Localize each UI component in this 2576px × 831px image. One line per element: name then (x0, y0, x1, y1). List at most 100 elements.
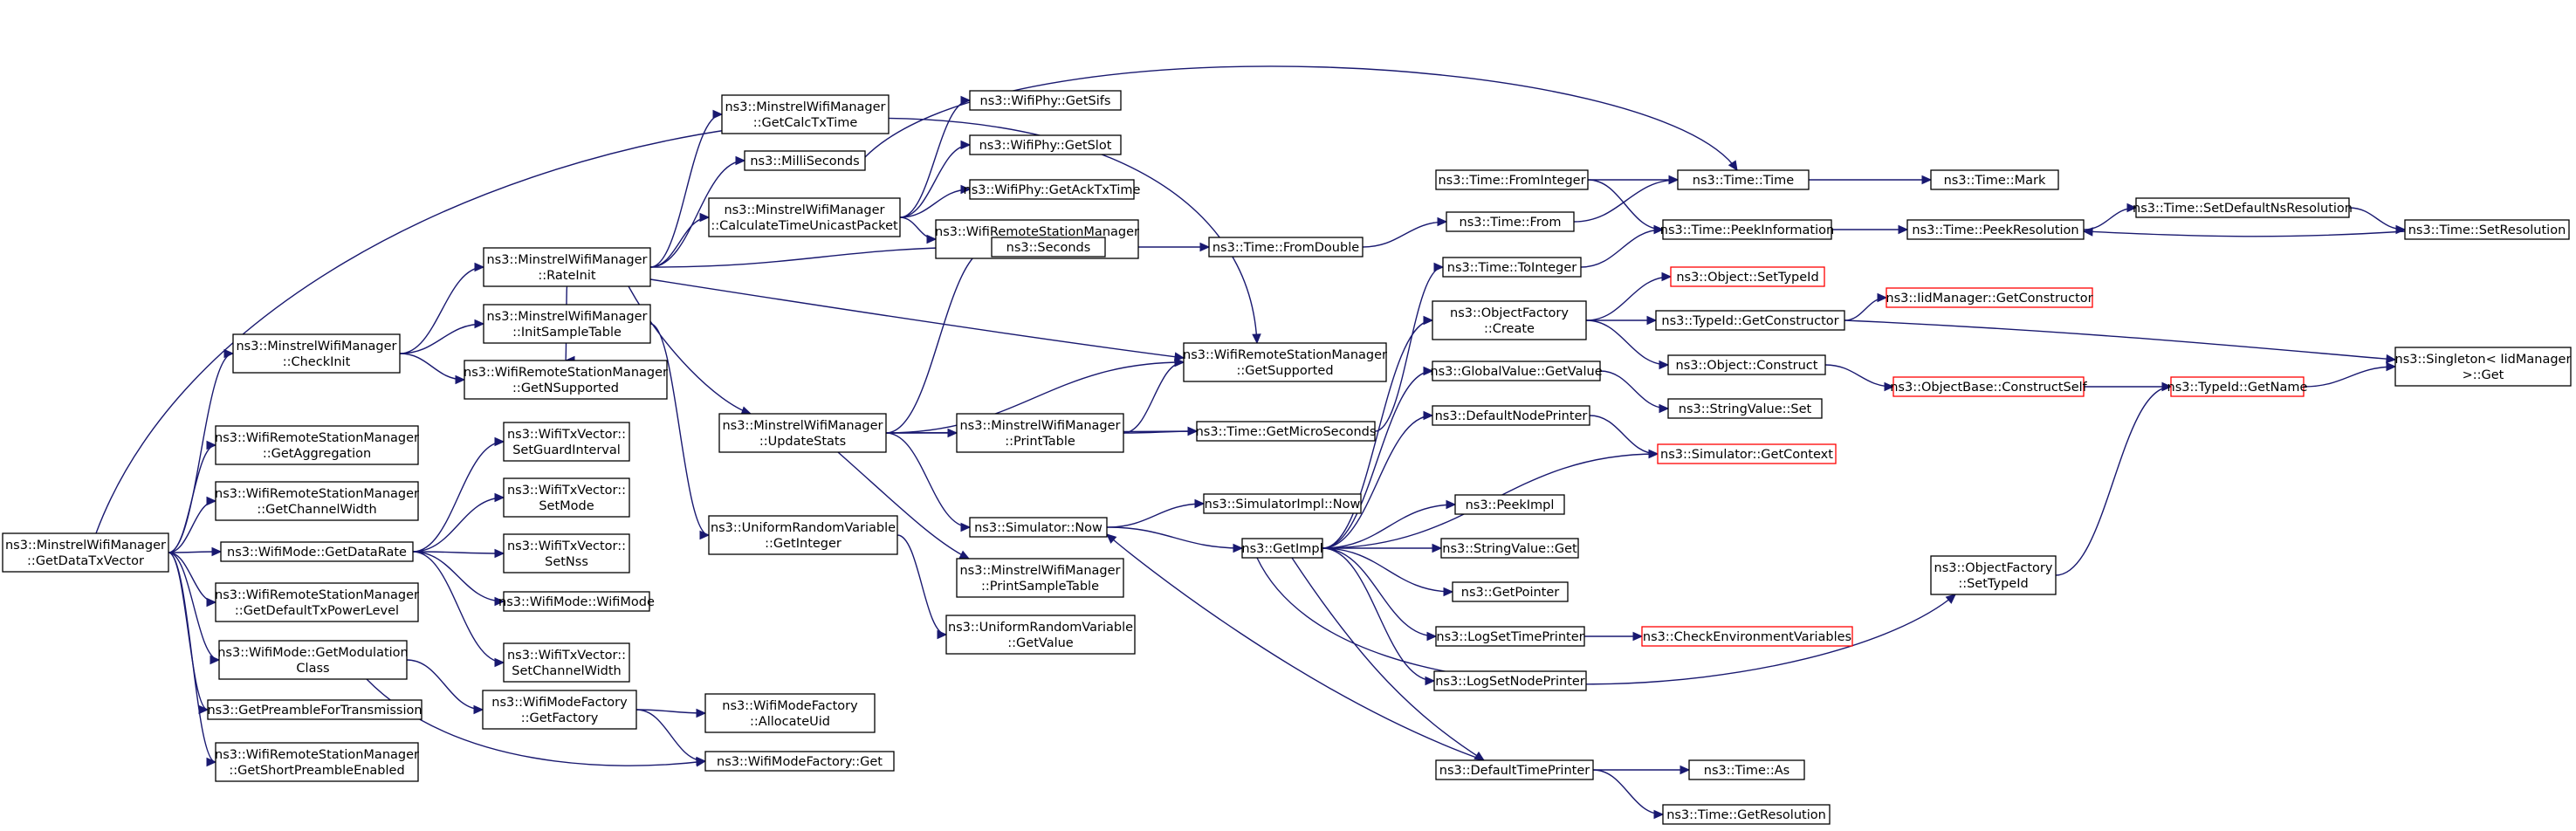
node-defaultnodeprinter[interactable]: ns3::DefaultNodePrinter (1432, 405, 1590, 426)
node-stringvalueset[interactable]: ns3::StringValue::Set (1667, 398, 1823, 419)
node-getcalctxtime[interactable]: ns3::MinstrelWifiManager::GetCalcTxTime (721, 94, 890, 134)
node-label: ns3::WifiRemoteStationManager (215, 588, 419, 602)
node-getslot[interactable]: ns3::WifiPhy::GetSlot (969, 134, 1122, 155)
node-getdefaulttxpower[interactable]: ns3::WifiRemoteStationManager::GetDefaul… (215, 582, 419, 622)
edge-timefrom-to-timetime (1573, 175, 1680, 223)
node-wifimodector[interactable]: ns3::WifiMode::WifiMode (498, 591, 655, 612)
edge-getmicroseconds-to-tointeger (1374, 262, 1445, 432)
node-setmode[interactable]: ns3::WifiTxVector::SetMode (503, 477, 630, 518)
node-setguardinterval[interactable]: ns3::WifiTxVector::SetGuardInterval (503, 422, 630, 462)
edge-line (1587, 179, 1664, 230)
node-simulatornow[interactable]: ns3::Simulator::Now (969, 517, 1108, 538)
node-timemark[interactable]: ns3::Time::Mark (1930, 169, 2059, 190)
node-label: ns3::MinstrelWifiManager (236, 340, 396, 354)
edge-line (412, 497, 505, 553)
node-setchannelwidth[interactable]: ns3::WifiTxVector::SetChannelWidth (503, 642, 630, 683)
node-fromdouble[interactable]: ns3::Time::FromDouble (1208, 237, 1364, 258)
node-getpointer[interactable]: ns3::GetPointer (1452, 581, 1569, 602)
node-label: ::PrintSampleTable (981, 580, 1099, 594)
node-rateinit[interactable]: ns3::MinstrelWifiManager::RateInit (483, 247, 651, 287)
node-label: ::CheckInit (283, 355, 351, 369)
edge-line (2055, 386, 2172, 576)
node-setobjtypeid[interactable]: ns3::Object::SetTypeId (1670, 266, 1825, 287)
node-getsupported[interactable]: ns3::WifiRemoteStationManager::GetSuppor… (1183, 342, 1387, 382)
edge-arrowhead (1945, 594, 1956, 604)
node-uniformgetinteger[interactable]: ns3::UniformRandomVariable::GetInteger (708, 515, 898, 555)
node-objfactorycreate[interactable]: ns3::ObjectFactory::Create (1432, 300, 1587, 340)
node-label: ns3::StringValue::Get (1442, 542, 1577, 556)
node-iidgetconstructor[interactable]: ns3::IidManager::GetConstructor (1886, 287, 2093, 308)
node-box (704, 693, 876, 733)
node-globalgetvalue[interactable]: ns3::GlobalValue::GetValue (1430, 361, 1603, 381)
node-defaulttimeprinter[interactable]: ns3::DefaultTimePrinter (1435, 759, 1594, 780)
node-tointeger[interactable]: ns3::Time::ToInteger (1442, 257, 1582, 278)
node-getcontext[interactable]: ns3::Simulator::GetContext (1657, 443, 1837, 464)
node-uniformgetvalue[interactable]: ns3::UniformRandomVariable::GetValue (945, 615, 1136, 655)
edge-line (1573, 179, 1679, 223)
node-box (1208, 237, 1364, 258)
node-getsifs[interactable]: ns3::WifiPhy::GetSifs (969, 90, 1122, 111)
node-stringvalueget[interactable]: ns3::StringValue::Get (1440, 538, 1579, 559)
node-milliseconds[interactable]: ns3::MilliSeconds (744, 150, 866, 171)
node-timegetresolution[interactable]: ns3::Time::GetResolution (1662, 804, 1831, 825)
edge-defaulttimeprinter-to-simulatornow (1106, 533, 1485, 761)
node-setdefaultnsres[interactable]: ns3::Time::SetDefaultNsResolution (2133, 197, 2353, 218)
node-getmicroseconds[interactable]: ns3::Time::GetMicroSeconds (1196, 421, 1377, 442)
edge-arrowhead (960, 95, 972, 106)
node-singletonget[interactable]: ns3::Singleton< IidManager >::Get (2394, 347, 2572, 387)
node-checkinit[interactable]: ns3::MinstrelWifiManager::CheckInit (232, 333, 401, 374)
node-box (220, 541, 414, 562)
node-peekimpl[interactable]: ns3::PeekImpl (1454, 494, 1565, 515)
node-setresolution[interactable]: ns3::Time::SetResolution (2404, 219, 2570, 240)
edge-line (168, 552, 220, 661)
edge-arrowhead (1648, 449, 1659, 459)
node-box (482, 690, 637, 730)
node-timeas[interactable]: ns3::Time::As (1688, 759, 1805, 780)
node-checkenv[interactable]: ns3::CheckEnvironmentVariables (1641, 626, 1853, 647)
node-label: ns3::WifiModeFactory::Get (717, 755, 883, 769)
node-root[interactable]: ns3::MinstrelWifiManager::GetDataTxVecto… (2, 532, 169, 573)
node-factoryget[interactable]: ns3::WifiModeFactory::Get (704, 751, 895, 772)
node-label: >::Get (2463, 368, 2504, 382)
node-timefrom[interactable]: ns3::Time::From (1446, 211, 1575, 232)
node-printsampletable[interactable]: ns3::MinstrelWifiManager::PrintSampleTab… (956, 558, 1124, 598)
node-seconds[interactable]: ns3::Seconds (991, 237, 1106, 258)
node-setnss[interactable]: ns3::WifiTxVector::SetNss (503, 533, 630, 573)
node-factorysettypeid[interactable]: ns3::ObjectFactory::SetTypeId (1930, 555, 2057, 595)
node-constructself[interactable]: ns3::ObjectBase::ConstructSelf (1890, 376, 2088, 397)
node-label: ns3::UniformRandomVariable (948, 621, 1133, 635)
node-getdatarate[interactable]: ns3::WifiMode::GetDataRate (220, 541, 414, 562)
node-typeidgetname[interactable]: ns3::TypeId::GetName (2167, 376, 2308, 397)
node-simimplnow[interactable]: ns3::SimulatorImpl::Now (1203, 493, 1362, 514)
node-logsettimeprinter[interactable]: ns3::LogSetTimePrinter (1435, 626, 1585, 647)
edge-arrowhead (1668, 175, 1680, 185)
node-getshortpreamble[interactable]: ns3::WifiRemoteStationManager::GetShortP… (215, 742, 419, 782)
node-getfactory[interactable]: ns3::WifiModeFactory::GetFactory (482, 690, 637, 730)
node-logsetnodeprinter[interactable]: ns3::LogSetNodePrinter (1433, 670, 1587, 691)
node-calctime[interactable]: ns3::MinstrelWifiManager::CalculateTimeU… (708, 197, 901, 237)
edge-calctime-to-getsifs (899, 95, 972, 218)
node-frominteger[interactable]: ns3::Time::FromInteger (1435, 169, 1589, 190)
node-getimpl[interactable]: ns3::GetImpl (1241, 538, 1323, 559)
node-label: ns3::LogSetTimePrinter (1436, 630, 1583, 644)
node-initsampletable[interactable]: ns3::MinstrelWifiManager::InitSampleTabl… (483, 304, 651, 344)
node-allocateuid[interactable]: ns3::WifiModeFactory::AllocateUid (704, 693, 876, 733)
node-label: ns3::ObjectBase::ConstructSelf (1890, 381, 2087, 395)
node-getchannelwidth[interactable]: ns3::WifiRemoteStationManager::GetChanne… (215, 481, 419, 521)
node-peekinformation[interactable]: ns3::Time::PeekInformation (1660, 219, 1834, 240)
node-peekresolution[interactable]: ns3::Time::PeekResolution (1906, 219, 2085, 240)
node-label: ns3::WifiRemoteStationManager (464, 366, 668, 380)
node-getpreamble[interactable]: ns3::GetPreambleForTransmission (207, 699, 422, 720)
node-label: ns3::MinstrelWifiManager (959, 419, 1120, 433)
node-objectconstruct[interactable]: ns3::Object::Construct (1667, 354, 1826, 375)
node-getconstructor[interactable]: ns3::TypeId::GetConstructor (1655, 310, 1845, 331)
node-printtable[interactable]: ns3::MinstrelWifiManager::PrintTable (956, 413, 1124, 453)
node-getacktxtime[interactable]: ns3::WifiPhy::GetAckTxTime (964, 179, 1141, 200)
node-getnsupported[interactable]: ns3::WifiRemoteStationManager::GetNSuppo… (464, 360, 668, 400)
node-box (218, 640, 408, 680)
node-timetime[interactable]: ns3::Time::Time (1677, 169, 1810, 190)
node-updatestats[interactable]: ns3::MinstrelWifiManager::UpdateStats (718, 413, 887, 453)
node-getaggregation[interactable]: ns3::WifiRemoteStationManager::GetAggreg… (215, 425, 419, 465)
edge-arrowhead (494, 596, 505, 607)
